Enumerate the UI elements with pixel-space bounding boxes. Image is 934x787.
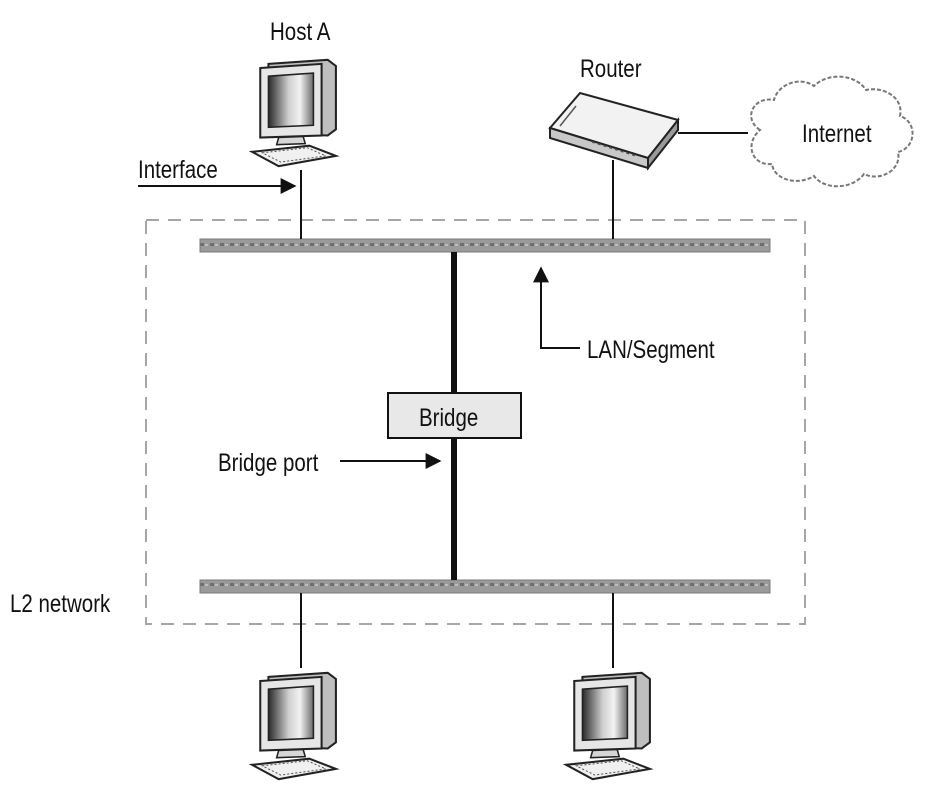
bridge-port-label: Bridge port	[218, 448, 319, 476]
cloud-icon	[750, 75, 914, 188]
lan-segment-label: LAN/Segment	[587, 335, 715, 363]
computer-icon	[565, 671, 651, 781]
lan-segment-bottom	[199, 579, 771, 594]
internet-label: Internet	[802, 119, 872, 147]
bridge-box: Bridge	[387, 392, 522, 439]
bridge-label: Bridge	[419, 403, 478, 431]
lan-segment-arrow	[533, 266, 580, 349]
router-label: Router	[580, 54, 642, 82]
computer-icon	[251, 58, 337, 168]
router-icon	[548, 91, 680, 171]
interface-label: Interface	[138, 155, 218, 183]
l2-network-label: L2 network	[10, 589, 111, 617]
lan-segment-top	[199, 238, 771, 253]
computer-icon	[251, 671, 337, 781]
host-a-label: Host A	[270, 17, 331, 45]
l2-network-boundary	[145, 219, 806, 625]
